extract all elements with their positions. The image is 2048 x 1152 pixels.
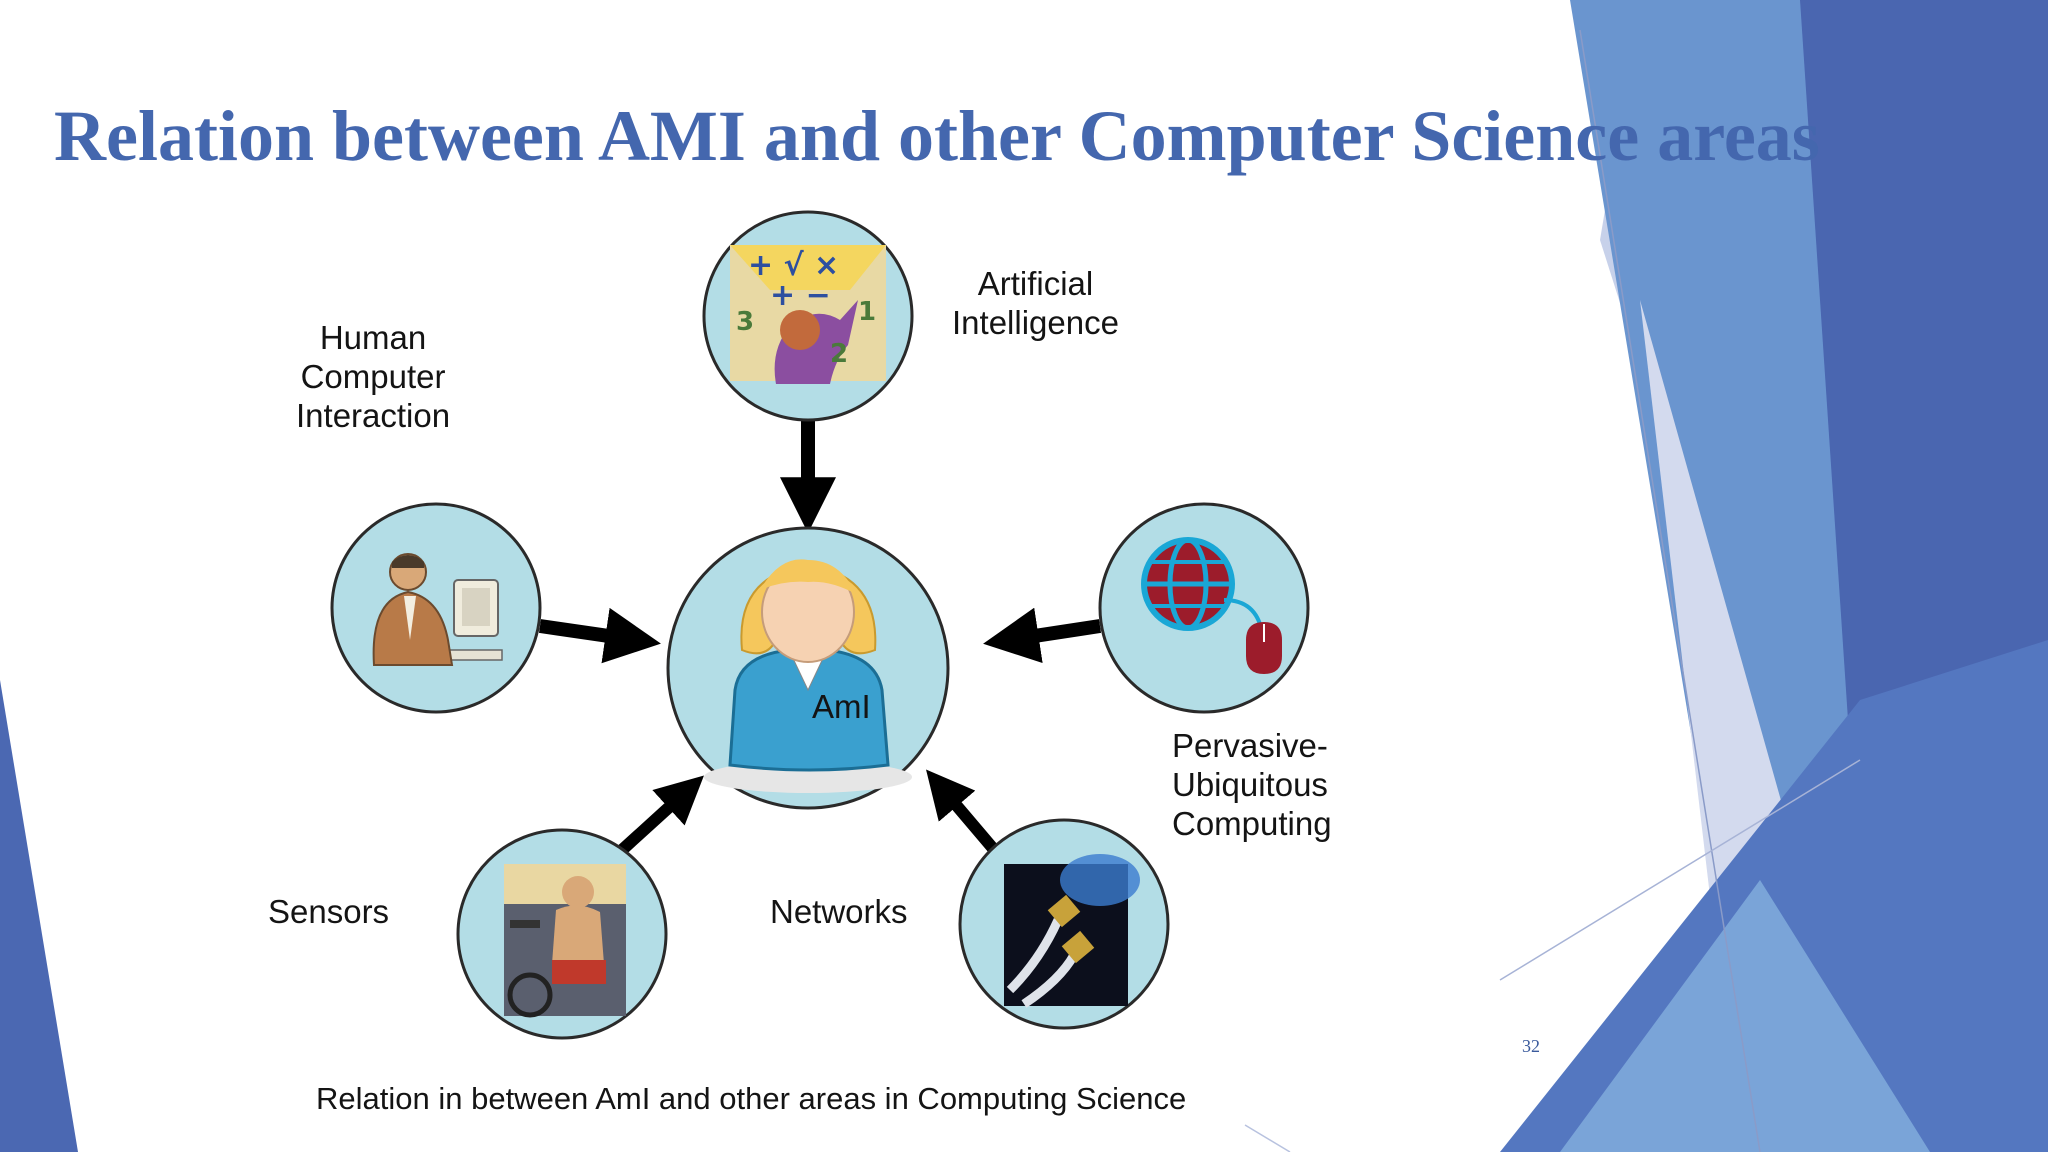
ami-center-label: AmI <box>812 688 871 725</box>
sensors-label: Sensors <box>268 893 390 930</box>
ai-label: Artificial Intelligence <box>952 265 1119 341</box>
svg-text:2: 2 <box>830 339 848 369</box>
man-at-computer-icon <box>372 553 503 666</box>
hci-label: Human Computer Interaction <box>296 319 451 434</box>
arrow-hci-to-ami <box>538 607 661 664</box>
pervasive-node <box>1098 502 1310 714</box>
ami-center-node <box>666 526 950 810</box>
decor-line-1 <box>1579 29 1761 1152</box>
brain-math-icon: + √ × + − 3 1 2 <box>730 245 886 384</box>
arrow-networks-to-ami <box>926 769 1001 856</box>
left-edge-shape <box>0 680 78 1152</box>
ai-node: + √ × + − 3 1 2 <box>702 210 914 422</box>
pervasive-label: Pervasive- Ubiquitous Computing <box>1172 727 1332 842</box>
bottom-right-shape <box>1500 640 2048 1152</box>
svg-text:+ −: + − <box>770 278 831 313</box>
globe-mouse-icon <box>1141 537 1282 674</box>
hci-node <box>330 502 542 714</box>
svg-text:3: 3 <box>736 307 754 337</box>
diagram-caption: Relation in between AmI and other areas … <box>316 1081 1187 1116</box>
slide-title: Relation between AMI and other Computer … <box>54 96 1820 176</box>
svg-text:+ √ ×: + √ × <box>748 248 839 283</box>
network-cable-icon <box>1004 854 1140 1008</box>
arrow-sensors-to-ami <box>617 775 704 855</box>
arrow-pervasive-to-ami <box>983 607 1102 664</box>
networks-node <box>958 818 1170 1030</box>
bottom-right-shape-2 <box>1560 880 1930 1152</box>
decor-line-3 <box>1244 1124 1291 1152</box>
person-icon <box>704 559 912 793</box>
decor-line-2 <box>1499 759 1861 981</box>
networks-label: Networks <box>770 893 908 930</box>
sensors-node <box>456 828 668 1040</box>
exercise-bike-icon <box>504 864 626 1018</box>
svg-text:1: 1 <box>858 297 876 327</box>
page-number: 32 <box>1522 1036 1540 1056</box>
